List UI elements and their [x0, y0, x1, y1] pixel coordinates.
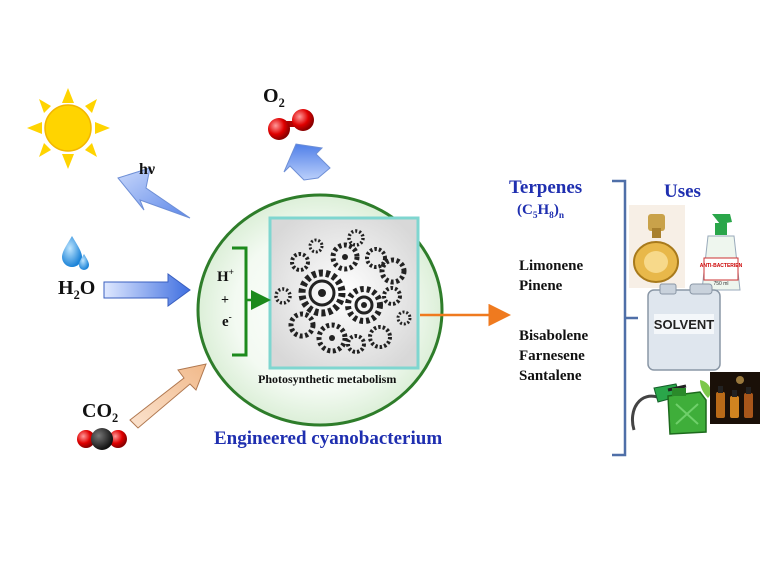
water-label: H2O [58, 277, 96, 302]
metabolism-label: Photosynthetic metabolism [258, 372, 397, 386]
product-item: Santalene [519, 368, 582, 384]
product-item: Bisabolene [519, 328, 589, 344]
co2-input-arrow [129, 363, 207, 429]
terpenes-formula: (C5H8)n [517, 202, 564, 221]
spray-label: ANTI-BACTERIEN [700, 263, 743, 269]
perfume-bottle-icon [629, 205, 685, 288]
essential-oil-bottles-icon [710, 372, 760, 424]
product-item: Limonene [519, 258, 584, 274]
sun-icon [27, 88, 110, 169]
uses-title: Uses [664, 181, 701, 202]
solvent-label: SOLVENT [654, 317, 714, 332]
water-drop-icon [62, 236, 89, 270]
uses-bracket [612, 179, 638, 457]
plus-label: + [221, 293, 229, 308]
input-bracket [232, 246, 248, 357]
fuel-jerrycan-icon [667, 380, 711, 435]
product-group-2: Bisabolene Farnesene Santalene [519, 326, 588, 386]
product-item: Farnesene [519, 348, 585, 364]
light-label: hν [139, 161, 156, 178]
spray-volume: 750 ml [713, 281, 728, 287]
oxygen-release-arrow [283, 143, 331, 181]
lightning-bolt-icon [117, 167, 191, 219]
gears-icon [268, 216, 420, 370]
spray-bottle-icon [690, 208, 748, 296]
co2-molecule-icon [77, 428, 127, 450]
electron-label: e- [222, 313, 232, 330]
product-item: Pinene [519, 278, 563, 294]
oxygen-molecule-icon [268, 109, 314, 140]
terpenes-title: Terpenes [509, 177, 583, 198]
product-group-1: Limonene Pinene [519, 256, 583, 296]
proton-label: H+ [217, 268, 234, 285]
organism-label: Engineered cyanobacterium [214, 428, 443, 449]
water-input-arrow [103, 273, 191, 307]
oxygen-label: O2 [263, 85, 285, 110]
solvent-canister-icon [647, 283, 721, 371]
co2-label: CO2 [82, 400, 119, 425]
